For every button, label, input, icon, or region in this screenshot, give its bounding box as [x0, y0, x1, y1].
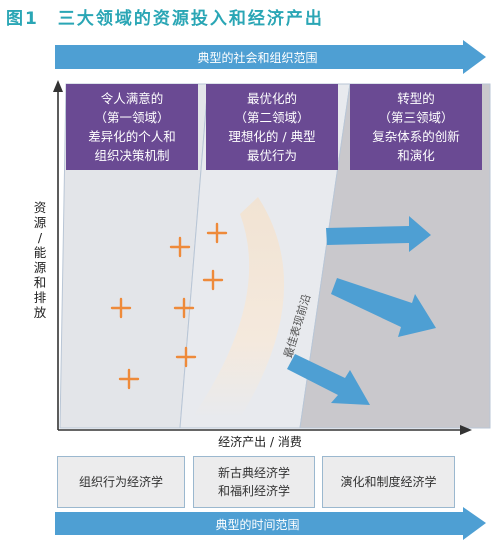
domain-description: 和演化 [397, 148, 435, 163]
bottom-scope-label: 典型的时间范围 [215, 518, 300, 532]
field-label: 演化和制度经济学 [340, 475, 437, 489]
plus-marker [175, 346, 197, 368]
domain-description: 最优行为 [246, 148, 297, 163]
domain-box-third: 转型的 （第三领域） 复杂体系的创新 和演化 [350, 84, 482, 170]
domain-number: （第二领域） [234, 110, 310, 125]
domain-number: （第一领域） [94, 110, 170, 125]
arrow-upper [326, 216, 431, 252]
field-label: 和福利经济学 [217, 484, 290, 498]
plus-marker [206, 222, 228, 244]
domain-description: 复杂体系的创新 [372, 129, 460, 144]
x-axis-label: 经济产出 / 消费 [218, 435, 302, 449]
y-axis-label: 资 源 / 能 源 和 排 放 [33, 200, 47, 320]
domain-description: 理想化的 / 典型 [228, 129, 316, 144]
plus-marker [202, 269, 224, 291]
field-box-behavioral: 组织行为经济学 [57, 456, 185, 508]
domain-heading: 转型的 [397, 91, 435, 106]
performance-frontier-band [192, 197, 285, 418]
field-label: 新古典经济学 [217, 466, 290, 480]
domain-heading: 最优化的 [246, 91, 297, 106]
plus-marker [169, 236, 191, 258]
transformation-arrows [287, 216, 436, 405]
domain-description: 差异化的个人和 [88, 129, 176, 144]
bottom-scope-arrow [55, 507, 486, 540]
domain-box-first: 令人满意的 （第一领域） 差异化的个人和 组织决策机制 [66, 84, 198, 170]
top-scope-arrow [55, 40, 486, 74]
figure-title: 图1 三大领域的资源投入和经济产出 [6, 9, 324, 29]
domain-number: （第三领域） [378, 110, 454, 125]
domain-heading: 令人满意的 [100, 91, 164, 106]
top-scope-label: 典型的社会和组织范围 [197, 51, 318, 65]
y-axis-arrowhead [53, 80, 63, 92]
plus-marker [110, 297, 132, 319]
plus-marker [173, 297, 195, 319]
field-label: 组织行为经济学 [78, 475, 163, 489]
plus-markers [110, 222, 228, 390]
domain-box-second: 最优化的 （第二领域） 理想化的 / 典型 最优行为 [206, 84, 338, 170]
field-box-evolutionary: 演化和制度经济学 [322, 456, 455, 508]
arrow-middle [331, 278, 436, 337]
domain-description: 组织决策机制 [94, 148, 170, 163]
x-axis-arrowhead [460, 425, 472, 435]
arrow-lower [287, 354, 370, 405]
field-box-neoclassical: 新古典经济学 和福利经济学 [193, 456, 315, 508]
plus-marker [118, 368, 140, 390]
